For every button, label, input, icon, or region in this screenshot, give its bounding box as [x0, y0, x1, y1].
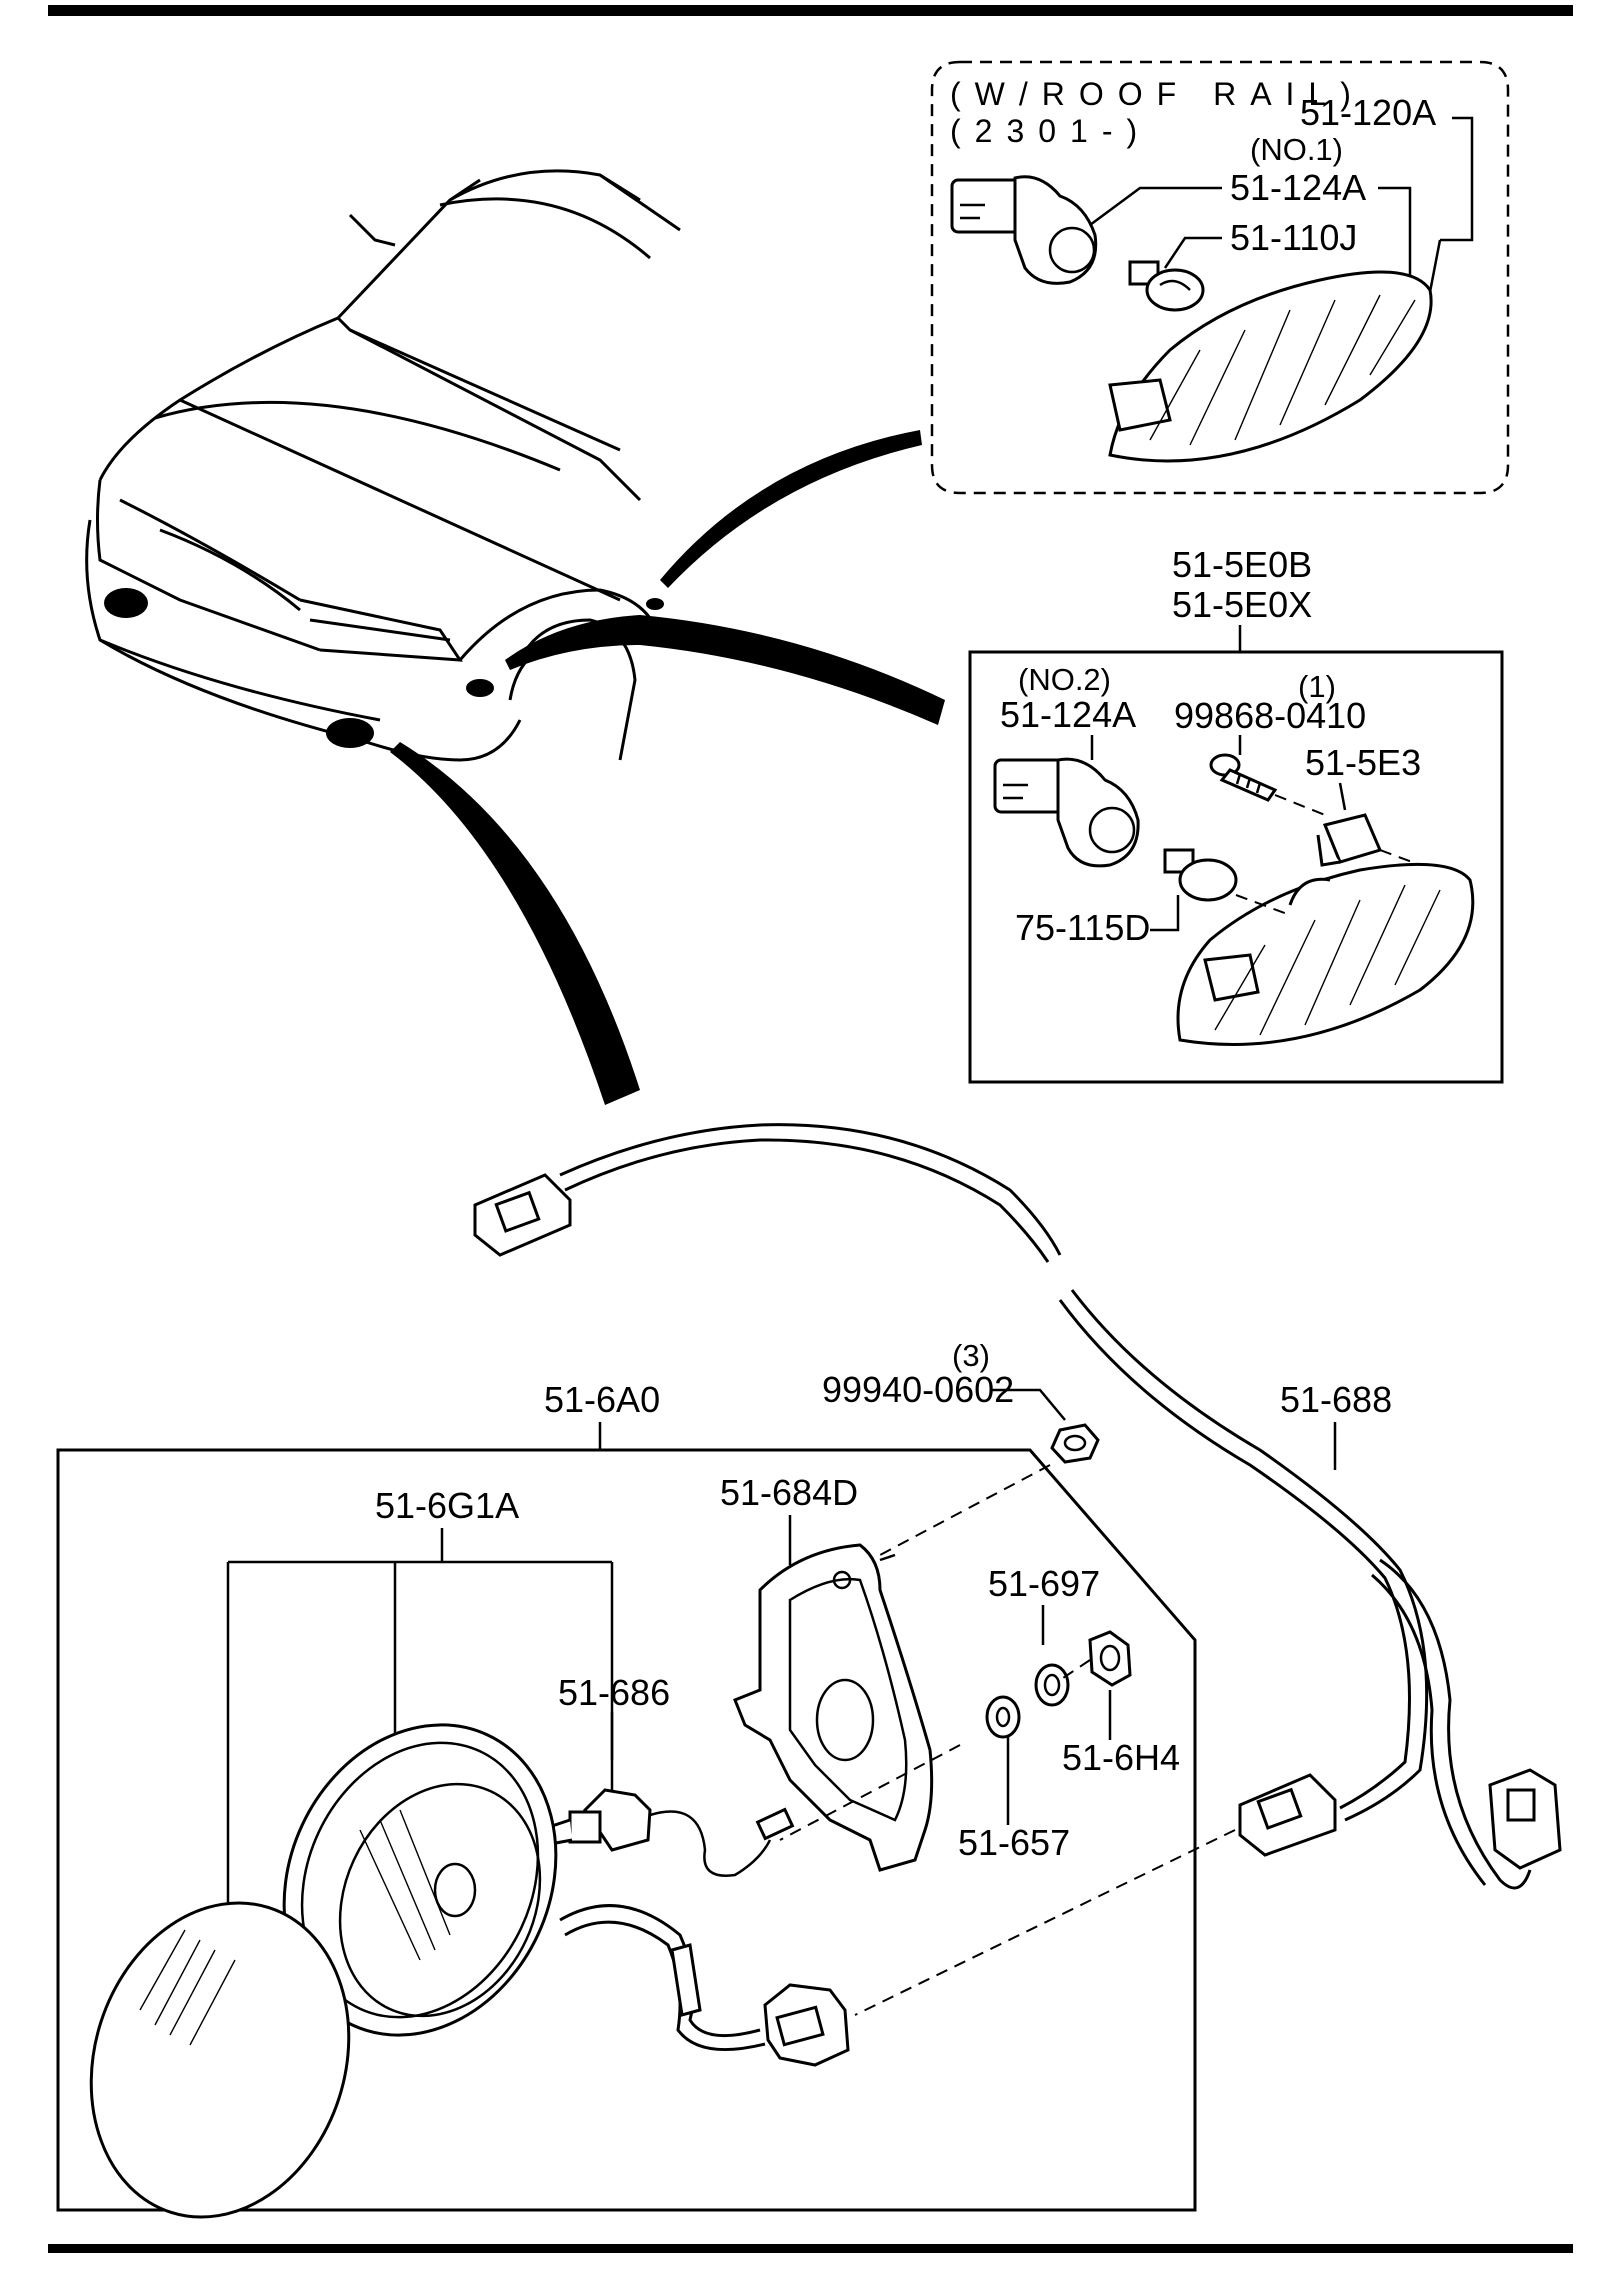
roof-lens-part: [1108, 270, 1433, 463]
label-harness: 51-688: [1280, 1379, 1392, 1420]
label-washer: 51-657: [958, 1822, 1070, 1863]
roof-rail-note-line1: (W/ROOF RAIL): [950, 76, 1365, 112]
leader-swoosh-side: [505, 615, 945, 725]
roof-socket-part: [950, 175, 1098, 285]
label-clip: 51-5E3: [1305, 742, 1421, 783]
label-roof-socket: 51-124A: [1230, 167, 1366, 208]
label-roof-lens: 51-120A: [1300, 92, 1436, 133]
label-side-assembly-1: 51-5E0B: [1172, 544, 1312, 585]
hex-nut-part: [1088, 1630, 1132, 1687]
side-socket-part: [993, 757, 1140, 868]
bumper-fog-left: [104, 588, 148, 618]
roof-bulb-part: [1128, 260, 1205, 312]
inset-roof-rail-frame: [930, 60, 1510, 495]
label-lock-washer: 51-697: [988, 1563, 1100, 1604]
inset-side-marker-frame: [968, 650, 1504, 1084]
leader-swoosh-roof: [660, 430, 922, 588]
top-border-rule: [48, 5, 1573, 16]
label-unit: 51-6G1A: [375, 1485, 519, 1526]
side-bulb-part: [1163, 848, 1238, 902]
label-bracket: 51-684D: [720, 1472, 858, 1513]
washer-part: [985, 1695, 1021, 1739]
fog-bracket-part: [733, 1543, 934, 1872]
label-fog-bulb: 51-686: [558, 1672, 670, 1713]
fog-lens-part: [89, 1901, 351, 2219]
lock-washer-part: [1034, 1663, 1070, 1707]
label-nut: 99940-0602: [822, 1369, 1014, 1410]
fog-assembly-frame: [56, 1448, 1197, 2212]
label-side-bulb: 75-115D: [1015, 907, 1150, 948]
label-roof-socket-no: (NO.1): [1250, 132, 1343, 167]
side-clip-part: [1316, 813, 1383, 867]
leader-swoosh-fog: [390, 742, 640, 1105]
label-hex-nut: 51-6H4: [1062, 1737, 1180, 1778]
label-fog-assembly: 51-6A0: [544, 1379, 660, 1420]
label-screw: 99868-0410: [1174, 695, 1366, 736]
label-side-socket: 51-124A: [1000, 694, 1136, 735]
fog-bulb-part: [538, 1788, 795, 1877]
label-roof-bulb: 51-110J: [1230, 217, 1357, 258]
side-marker-spot: [466, 679, 494, 697]
harness-part: [473, 1123, 1562, 1890]
side-assembly-dashes: [1235, 794, 1421, 916]
label-side-assembly-2: 51-5E0X: [1172, 584, 1312, 625]
roof-marker-spot: [646, 598, 664, 610]
flange-nut-part: [1050, 1423, 1100, 1464]
bumper-fog-right: [326, 718, 374, 748]
fog-lamp-body-part: [282, 1723, 850, 2067]
bottom-border-rule: [48, 2244, 1573, 2253]
label-nut-qty: (3): [952, 1338, 990, 1373]
fog-assembly-dashes: [779, 1464, 1236, 2016]
vehicle-outline: [85, 169, 681, 762]
side-lens-part: [1176, 862, 1475, 1046]
label-screw-qty: (1): [1298, 669, 1336, 704]
side-screw-part: [1209, 753, 1278, 802]
roof-rail-note-line2: (2301-): [950, 113, 1151, 149]
label-side-socket-no: (NO.2): [1018, 662, 1111, 697]
